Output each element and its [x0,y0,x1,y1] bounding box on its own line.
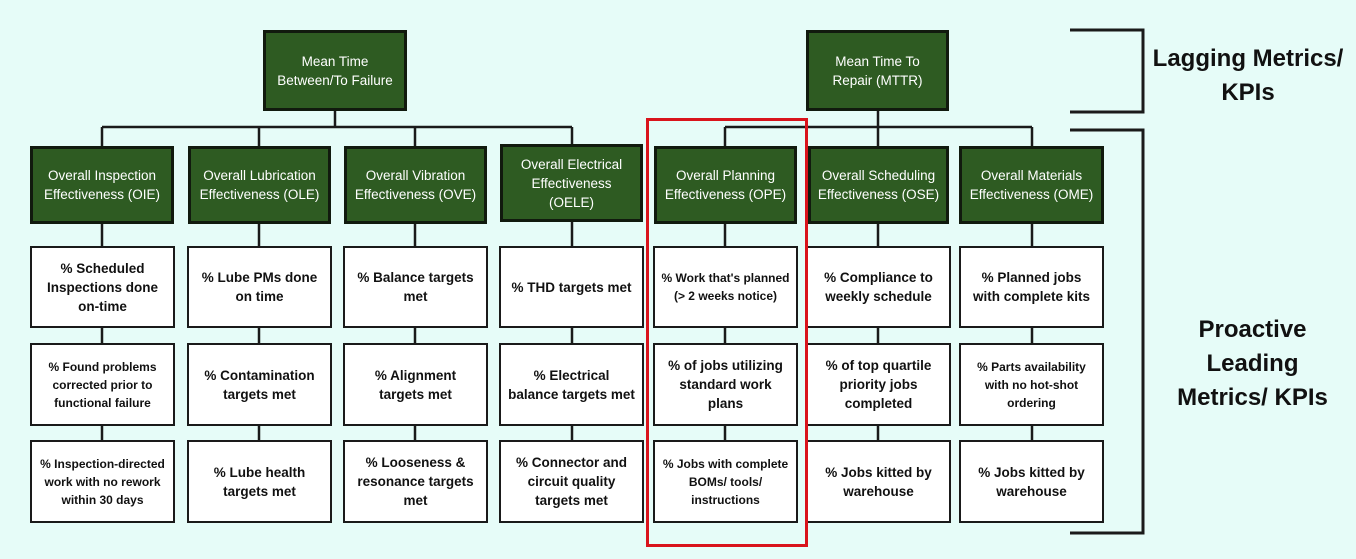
category-label: Overall Planning Effectiveness (OPE) [664,168,787,202]
metric-text: % Lube health targets met [213,464,306,499]
metric-text: % Found problems corrected prior to func… [48,359,157,410]
lagging-bracket [1070,28,1145,114]
metric-text: % Work that's planned (> 2 weeks notice) [661,271,790,303]
metric-box: % Balance targets met [343,246,488,328]
metric-box: % Found problems corrected prior to func… [30,343,175,426]
metric-box: % Lube PMs done on time [187,246,332,328]
metric-box: % Alignment targets met [343,343,488,426]
metric-text: % of top quartile priority jobs complete… [825,358,932,411]
metric-box: % Inspection-directed work with no rewor… [30,440,175,523]
metric-box: % THD targets met [499,246,644,328]
metric-box: % Parts availability with no hot-shot or… [959,343,1104,426]
metric-text: % Jobs with complete BOMs/ tools/ instru… [662,456,789,507]
metric-text: % Electrical balance targets met [508,367,635,402]
metric-text: % THD targets met [511,279,632,295]
category-ove: Overall Vibration Effectiveness (OVE) [344,146,487,224]
metric-text: % Lube PMs done on time [201,270,318,304]
metric-box: % Connector and circuit quality targets … [499,440,644,523]
metric-box: % Planned jobs with complete kits [959,246,1104,328]
mtbf-label: Mean Time Between/To Failure [277,53,393,88]
category-ole: Overall Lubrication Effectiveness (OLE) [188,146,331,224]
metric-text: % Contamination targets met [204,367,315,402]
category-label: Overall Inspection Effectiveness (OIE) [43,168,161,202]
metric-box: % Jobs kitted by warehouse [806,440,951,523]
category-ose: Overall Scheduling Effectiveness (OSE) [808,146,949,224]
metric-box: % Lube health targets met [187,440,332,523]
category-label: Overall Vibration Effectiveness (OVE) [354,168,477,202]
category-label: Overall Scheduling Effectiveness (OSE) [817,168,940,202]
metric-box: % Contamination targets met [187,343,332,426]
leading-label-text: Proactive Leading Metrics/ KPIs [1177,316,1328,411]
metric-text: % Scheduled Inspections done on-time [46,260,158,314]
category-label: Overall Lubrication Effectiveness (OLE) [199,168,320,202]
metric-text: % Inspection-directed work with no rewor… [40,456,165,507]
leading-bracket [1070,128,1145,535]
metric-text: % of jobs utilizing standard work plans [668,358,783,411]
mttr-label: Mean Time To Repair (MTTR) [832,53,923,88]
metric-box: % of jobs utilizing standard work plans [653,343,798,426]
leading-label: Proactive Leading Metrics/ KPIs [1160,313,1345,415]
metric-box: % Scheduled Inspections done on-time [30,246,175,328]
category-oie: Overall Inspection Effectiveness (OIE) [30,146,174,224]
metric-text: % Connector and circuit quality targets … [515,455,627,508]
lagging-label: Lagging Metrics/ KPIs [1148,42,1348,110]
metric-text: % Compliance to weekly schedule [824,270,933,304]
mtbf-node: Mean Time Between/To Failure [263,30,407,111]
metric-box: % of top quartile priority jobs complete… [806,343,951,426]
category-ope: Overall Planning Effectiveness (OPE) [654,146,797,224]
metric-text: % Looseness & resonance targets met [357,455,474,508]
metric-box: % Jobs with complete BOMs/ tools/ instru… [653,440,798,523]
metric-text: % Jobs kitted by warehouse [825,464,932,499]
metric-text: % Balance targets met [357,270,474,304]
metric-text: % Parts availability with no hot-shot or… [977,359,1086,410]
metric-text: % Alignment targets met [374,367,457,402]
category-label: Overall Electrical Effectiveness (OELE) [520,156,623,210]
category-label: Overall Materials Effectiveness (OME) [969,168,1094,202]
metric-box: % Looseness & resonance targets met [343,440,488,523]
planning-highlight-frame [646,118,808,547]
metric-box: % Jobs kitted by warehouse [959,440,1104,523]
metric-box: % Compliance to weekly schedule [806,246,951,328]
category-oele: Overall Electrical Effectiveness (OELE) [500,144,643,222]
mttr-node: Mean Time To Repair (MTTR) [806,30,949,111]
metric-box: % Work that's planned (> 2 weeks notice) [653,246,798,328]
metric-text: % Jobs kitted by warehouse [978,464,1085,499]
metric-text: % Planned jobs with complete kits [972,270,1091,304]
metric-box: % Electrical balance targets met [499,343,644,426]
category-ome: Overall Materials Effectiveness (OME) [959,146,1104,224]
lagging-label-text: Lagging Metrics/ KPIs [1152,45,1344,106]
